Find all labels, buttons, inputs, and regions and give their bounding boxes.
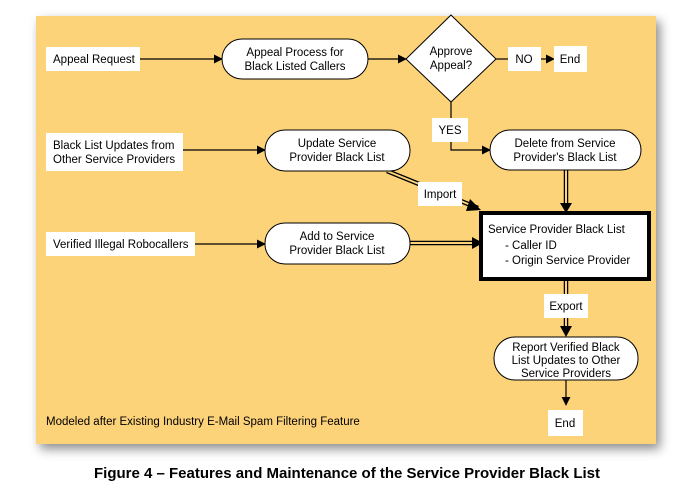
label-no: NO xyxy=(515,54,532,66)
figure-caption: Figure 4 – Features and Maintenance of t… xyxy=(94,465,600,482)
node-yes: YES xyxy=(432,118,468,142)
label-yes: YES xyxy=(438,125,461,137)
label-updates-1: Black List Updates from xyxy=(53,140,174,152)
node-approve-appeal: Approve Appeal? xyxy=(405,14,497,103)
label-update-sp-2: Provider Black List xyxy=(289,152,385,164)
node-appeal-process: Appeal Process for Black Listed Callers xyxy=(221,38,369,80)
node-no: NO xyxy=(508,47,541,71)
label-appeal-request: Appeal Request xyxy=(53,54,136,66)
label-end-top: End xyxy=(560,54,580,66)
label-blacklist-item2: - Origin Service Provider xyxy=(505,255,630,267)
label-blacklist-title: Service Provider Black List xyxy=(488,224,626,236)
double-arrow-add-to-blacklist xyxy=(410,237,483,249)
node-export: Export xyxy=(544,294,588,318)
node-appeal-request: Appeal Request xyxy=(46,47,140,71)
label-verified: Verified Illegal Robocallers xyxy=(53,239,189,251)
node-end-bottom: End xyxy=(548,410,583,436)
label-report-2: List Updates to Other xyxy=(512,355,621,367)
label-delete-2: Provider's Black List xyxy=(513,152,617,164)
node-import: Import xyxy=(418,182,462,206)
node-end-top: End xyxy=(554,46,587,72)
node-add-to-list: Add to Service Provider Black List xyxy=(264,222,411,265)
node-update-service-provider: Update Service Provider Black List xyxy=(264,129,411,172)
label-blacklist-item1: - Caller ID xyxy=(505,240,557,252)
footnote: Modeled after Existing Industry E-Mail S… xyxy=(46,416,360,428)
label-add-1: Add to Service xyxy=(300,231,375,243)
node-service-provider-black-list: Service Provider Black List - Caller ID … xyxy=(479,211,651,281)
label-import: Import xyxy=(424,189,457,201)
label-delete-1: Delete from Service xyxy=(515,138,616,150)
label-appeal-process-1: Appeal Process for xyxy=(246,47,343,59)
label-appeal-process-2: Black Listed Callers xyxy=(245,61,346,73)
label-add-2: Provider Black List xyxy=(289,245,385,257)
node-black-list-updates: Black List Updates from Other Service Pr… xyxy=(46,133,183,171)
label-report-1: Report Verified Black xyxy=(512,342,620,354)
label-updates-2: Other Service Providers xyxy=(53,154,175,166)
double-arrow-delete-to-blacklist xyxy=(560,170,572,213)
label-update-sp-1: Update Service xyxy=(298,138,377,150)
node-delete-from-list: Delete from Service Provider's Black Lis… xyxy=(489,129,642,171)
label-end-bottom: End xyxy=(555,418,575,430)
node-verified-robocallers: Verified Illegal Robocallers xyxy=(46,232,195,256)
label-approve-1: Approve xyxy=(430,46,473,58)
label-report-3: Service Providers xyxy=(521,368,611,380)
label-export: Export xyxy=(549,301,583,313)
node-report-updates: Report Verified Black List Updates to Ot… xyxy=(493,336,639,381)
label-approve-2: Appeal? xyxy=(430,60,472,72)
